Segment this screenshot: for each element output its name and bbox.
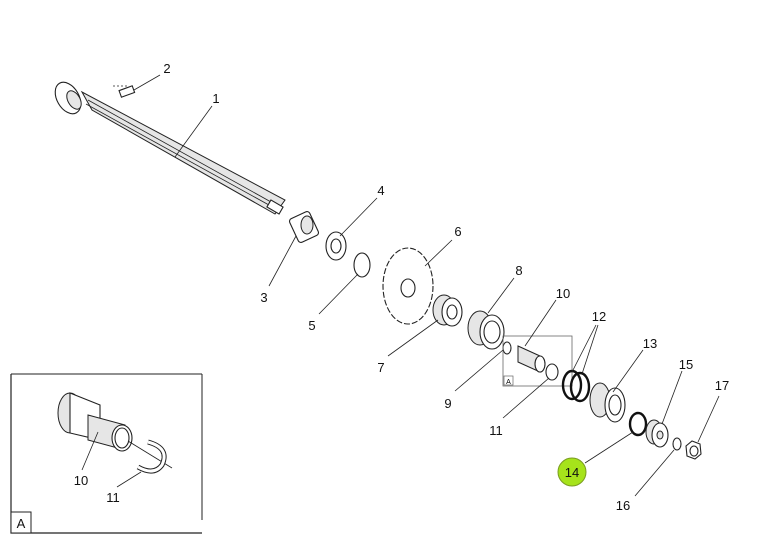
part-15-bearing[interactable] (645, 419, 669, 448)
callout-16[interactable]: 16 (616, 498, 630, 513)
callout-11[interactable]: 11 (489, 423, 503, 438)
callout-14-highlight[interactable] (557, 457, 587, 487)
callout-8[interactable]: 8 (515, 263, 522, 278)
part-4-toothed-washer[interactable] (325, 231, 347, 261)
callout-2[interactable]: 2 (163, 61, 170, 76)
part-9-small-ring[interactable] (502, 341, 512, 355)
part-8-bearing-cup[interactable] (467, 310, 505, 350)
part-1-shaft[interactable] (50, 78, 286, 215)
callout-17[interactable]: 17 (715, 378, 729, 393)
part-3-nut[interactable] (288, 211, 320, 244)
inset-callout-11[interactable]: 11 (106, 490, 120, 505)
inset-label-a: A (17, 516, 26, 531)
part-16-washer[interactable] (672, 437, 682, 451)
part-11-ring[interactable] (545, 363, 559, 381)
part-17-nut[interactable] (685, 440, 702, 460)
part-10-sleeve[interactable] (517, 345, 546, 373)
part-6-sprocket[interactable] (382, 247, 434, 325)
detail-ref-box-a[interactable]: A (502, 335, 573, 387)
inset-part-11-half-ring[interactable] (136, 439, 167, 474)
callout-4[interactable]: 4 (377, 183, 384, 198)
part-13-housing[interactable] (589, 382, 626, 423)
callout-9[interactable]: 9 (444, 396, 451, 411)
callout-7[interactable]: 7 (377, 360, 384, 375)
callout-6[interactable]: 6 (454, 224, 461, 239)
callout-14[interactable]: 14 (565, 465, 579, 480)
detail-inset-a: A 10 11 (10, 373, 203, 534)
leader-lines (133, 74, 720, 497)
detail-ref-label: A (506, 379, 511, 386)
callout-1[interactable]: 1 (212, 91, 219, 106)
callout-15[interactable]: 15 (679, 357, 693, 372)
part-2-bolt[interactable] (113, 85, 136, 98)
callout-3[interactable]: 3 (260, 290, 267, 305)
callout-12[interactable]: 12 (592, 309, 606, 324)
callout-13[interactable]: 13 (643, 336, 657, 351)
callout-5[interactable]: 5 (308, 318, 315, 333)
callout-10[interactable]: 10 (556, 286, 570, 301)
inset-callout-10[interactable]: 10 (74, 473, 88, 488)
part-14-o-ring-highlighted[interactable] (628, 411, 648, 437)
part-5-ring[interactable] (353, 252, 371, 278)
part-7-bushing[interactable] (432, 294, 463, 327)
part-12-o-rings[interactable] (561, 369, 591, 403)
inset-part-10-sleeve[interactable] (57, 392, 133, 452)
